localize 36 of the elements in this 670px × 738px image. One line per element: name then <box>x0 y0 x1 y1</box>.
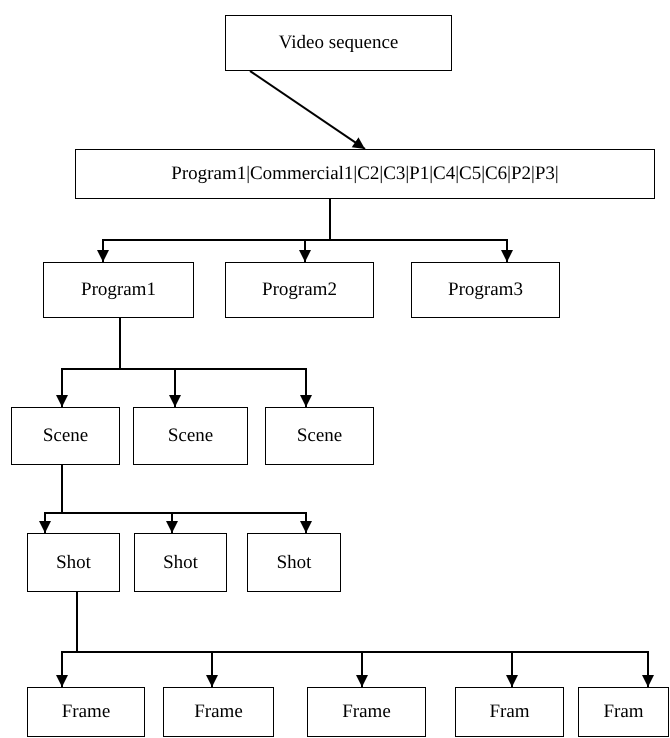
node-label: Shot <box>276 552 312 574</box>
box <box>225 15 452 71</box>
node-label: Scene <box>296 425 342 447</box>
arrow <box>61 465 312 533</box>
node-label: Frame <box>194 701 243 723</box>
arrow <box>119 318 312 407</box>
box <box>75 149 655 199</box>
box <box>133 407 248 465</box>
box <box>163 687 274 737</box>
box <box>307 687 426 737</box>
box <box>27 687 145 737</box>
arrow <box>249 70 366 150</box>
box <box>27 533 120 592</box>
box <box>11 407 120 465</box>
node-label: Scene <box>42 425 88 447</box>
box <box>247 533 341 592</box>
box <box>578 687 669 737</box>
node-label: Frame <box>62 701 110 723</box>
box <box>134 533 227 592</box>
node-label: Fram <box>489 701 530 723</box>
node-label: Shot <box>56 552 91 574</box>
arrow <box>329 199 513 262</box>
box <box>455 687 564 737</box>
node-label: Frame <box>342 701 391 723</box>
node-label: Program3 <box>448 279 523 301</box>
node-label: Program1|Commercial1|C2|C3|P1|C4|C5|C6|P2|P3| <box>171 163 559 185</box>
box <box>265 407 374 465</box>
box <box>225 262 374 318</box>
node-label: Program1 <box>81 279 156 301</box>
node-label: Shot <box>163 552 198 574</box>
node-label: Program2 <box>262 279 337 301</box>
box <box>411 262 560 318</box>
node-label: Scene <box>168 425 214 447</box>
box <box>43 262 194 318</box>
node-label: Fram <box>603 701 644 723</box>
node-label: Video sequence <box>278 32 398 54</box>
